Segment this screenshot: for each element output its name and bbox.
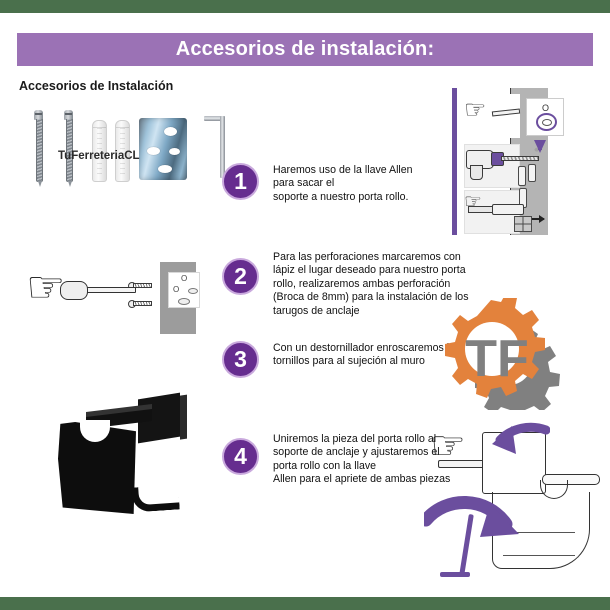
marked-hole-ring	[536, 113, 557, 131]
section-subtitle: Accesorios de Instalación	[19, 79, 174, 93]
parts-row: TuFerreteriaCL	[22, 104, 237, 187]
step-line: porta rollo con la llave	[273, 459, 377, 472]
wall-brick-detail	[514, 216, 532, 232]
step-number-badge: 3	[222, 341, 259, 378]
page-title: Accesorios de instalación:	[175, 38, 435, 60]
allen-key-long-arm	[220, 116, 225, 178]
illustration-allen-tightening: ☞	[424, 418, 608, 588]
step-number-badge: 2	[222, 258, 259, 295]
step-number-badge: 1	[222, 163, 259, 200]
step-text: Haremos uso de la llave Allen para sacar…	[273, 163, 413, 204]
pencil-mark-card: O	[526, 98, 564, 136]
step-line: Allen para el apriete de ambas piezas	[273, 473, 451, 486]
mounting-bracket-part	[139, 118, 187, 180]
allen-key-short-arm	[204, 116, 225, 121]
drill-bit	[501, 156, 539, 161]
illustration-marking-drilling: ☞ O ☞	[448, 88, 598, 235]
product-hook	[131, 484, 180, 513]
bottom-green-band	[0, 597, 610, 610]
panel-marking	[464, 94, 520, 138]
step-line: para sacar el	[273, 177, 335, 190]
screw-shank	[36, 119, 43, 187]
plate-slot	[188, 288, 198, 294]
bracket-hole	[164, 127, 177, 136]
screwdriver-shaft	[82, 287, 136, 293]
step-line: Para las perforaciones marcaremos con	[273, 251, 461, 263]
mounting-plate: O O	[168, 272, 200, 308]
step-line: Uniremos la pieza del porta rollo al	[273, 433, 437, 445]
anchor-in-wall	[518, 166, 526, 186]
purple-accent-stripe	[452, 88, 457, 235]
hammer-head	[492, 204, 524, 215]
plate-mark: O	[173, 285, 180, 294]
screwdriver-handle	[60, 281, 88, 300]
illustration-screwdriver-wallplate: O O ☞	[20, 248, 215, 348]
screw-part	[64, 110, 73, 187]
step-line: lápiz el lugar deseado para nuestro port…	[273, 264, 466, 277]
screw-shank	[66, 119, 73, 187]
hand-icon: ☞	[464, 96, 487, 124]
step-item-1: 1 Haremos uso de la llave Allen para sac…	[222, 163, 413, 204]
step-item-3: 3 Con un destornillador enroscaremos los…	[222, 341, 460, 378]
screw-head	[34, 110, 43, 120]
step-line: rollo, realizaremos ambas perforación	[273, 277, 451, 290]
header-banner: Accesorios de instalación:	[17, 33, 593, 66]
screw-body	[133, 283, 152, 289]
screw-head	[64, 110, 73, 120]
allen-key-short-arm	[440, 572, 470, 577]
drill-grip	[470, 165, 483, 180]
product-photo-toilet-paper-holder	[58, 390, 208, 515]
down-arrow-icon	[534, 140, 546, 153]
right-arrow-icon	[526, 215, 545, 223]
small-curved-arrow-icon	[492, 422, 550, 454]
step-line: tarugos de anclaje	[273, 304, 360, 317]
step-line: Con un destornillador enroscaremos los	[273, 342, 461, 354]
bracket-hole	[169, 148, 180, 155]
step-item-4: 4 Uniremos la pieza del porta rollo al s…	[222, 432, 450, 487]
step-item-2: 2 Para las perforaciones marcaremos con …	[222, 250, 469, 318]
logo-letters: TF	[465, 330, 529, 388]
step-line: (Broca de 8mm) para la instalación de lo…	[273, 291, 469, 304]
tuferreteria-logo: TF	[443, 293, 561, 420]
step-text: Con un destornillador enroscaremos los t…	[273, 341, 460, 369]
anchor-in-wall	[528, 164, 536, 182]
hand-icon: ☞	[26, 263, 66, 312]
top-green-band	[0, 0, 610, 13]
plate-slot	[178, 298, 190, 305]
orange-gear-icon	[445, 293, 545, 398]
step-line: soporte a nuestro porta rollo.	[273, 190, 409, 203]
step-line: tornillos para al sujeción al muro	[273, 355, 425, 368]
step-text: Para las perforaciones marcaremos con lá…	[273, 250, 469, 318]
screw-body	[133, 301, 152, 307]
bracket-hole	[158, 165, 172, 173]
wall-anchor-part	[92, 120, 107, 182]
hand-icon: ☞	[430, 424, 466, 468]
holder-rod	[542, 474, 600, 485]
flying-screw	[128, 300, 152, 308]
watermark-text: TuFerreteriaCL	[58, 150, 140, 162]
plate-mark: O	[181, 274, 188, 283]
curved-arrow-icon	[424, 496, 519, 537]
wall-anchor-part	[115, 120, 130, 182]
mark-letter: O	[542, 103, 550, 113]
step-text: Uniremos la pieza del porta rollo al sop…	[273, 432, 450, 487]
product-notch	[80, 420, 110, 442]
step-line: soporte de anclaje y ajustaremos el	[273, 446, 440, 459]
step-line: Haremos uso de la llave Allen	[273, 164, 413, 176]
bracket-hole	[147, 147, 160, 155]
screw-part	[34, 110, 43, 187]
step-number-badge: 4	[222, 438, 259, 475]
